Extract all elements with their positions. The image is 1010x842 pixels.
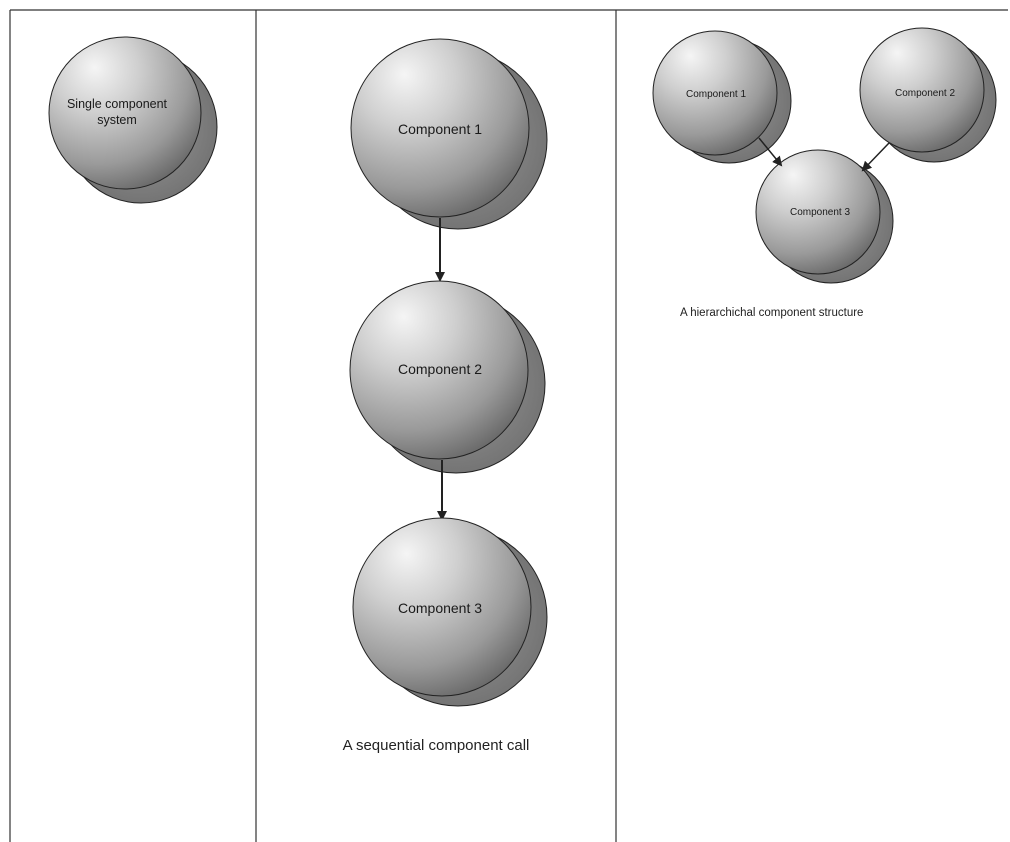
panel-hierarchical: Component 1 Component 2 Component 3 A hi… (652, 27, 997, 319)
node-single-component: Single component system (48, 36, 218, 204)
node-hierarchical-component-2: Component 2 (859, 27, 997, 163)
node-hierarchical-component-1: Component 1 (652, 30, 792, 164)
node-sequential-component-2: Component 2 (349, 280, 546, 474)
panel-sequential: Component 1 Component 2 Component 3 A se… (343, 38, 548, 754)
node-label: Component 3 (398, 600, 482, 616)
node-hierarchical-component-3: Component 3 (755, 149, 894, 284)
panel-borders (9, 9, 1008, 842)
node-label: Single component (67, 97, 168, 111)
node-sequential-component-3: Component 3 (352, 517, 548, 707)
node-label: Component 1 (686, 89, 746, 100)
node-label: Component 2 (398, 361, 482, 377)
caption-sequential: A sequential component call (343, 737, 530, 754)
panel-single-component: Single component system (48, 36, 218, 204)
node-label: Component 3 (790, 207, 850, 218)
arrow-hier-1-to-3 (758, 137, 783, 167)
arrow-hier-2-to-3 (861, 142, 890, 172)
node-sequential-component-1: Component 1 (350, 38, 548, 230)
node-label: Component 2 (895, 88, 955, 99)
caption-hierarchical: A hierarchichal component structure (680, 307, 863, 319)
node-label: system (97, 113, 137, 127)
node-label: Component 1 (398, 121, 482, 137)
